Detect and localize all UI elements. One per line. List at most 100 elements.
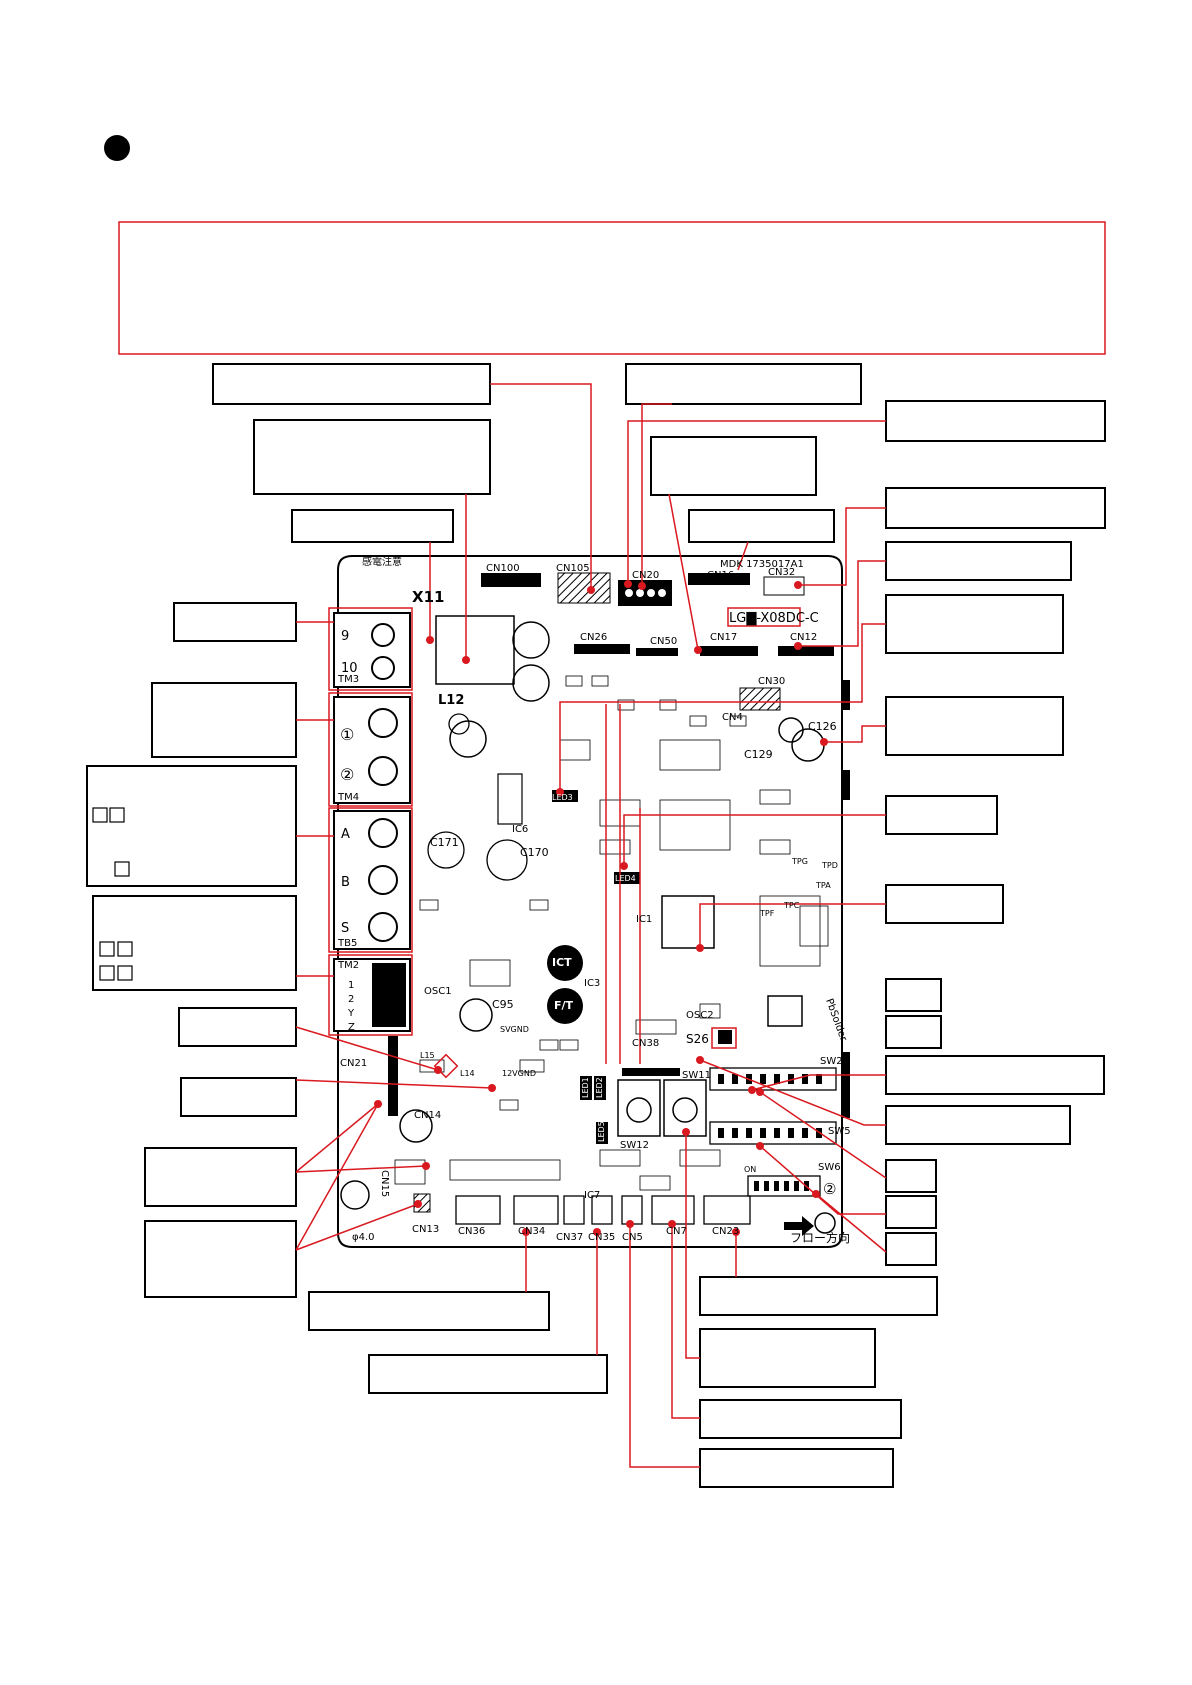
label-led4: LED4 xyxy=(615,874,636,883)
label-osc2: OSC2 xyxy=(686,1010,714,1021)
ic3-chip xyxy=(767,995,803,1027)
label-x11: X11 xyxy=(412,588,444,606)
rotary-switches xyxy=(617,1079,707,1137)
board-labels: 感電注意 MDK 1735017A1 LG▇-X08DC-C フロー方向 φ4.… xyxy=(337,555,851,1245)
label-sw5: SW5 xyxy=(828,1126,851,1137)
s26-mark xyxy=(718,1030,732,1044)
label-cn35: CN35 xyxy=(588,1232,615,1243)
tb5-pin-a: A xyxy=(341,827,350,842)
tm2-pin-2: 2 xyxy=(348,994,354,1005)
tm2-pin-y: Y xyxy=(347,1008,355,1019)
label-c171: C171 xyxy=(430,836,459,849)
label-cn37: CN37 xyxy=(556,1232,583,1243)
label-led2: LED2 xyxy=(595,1077,604,1098)
label-cn4: CN4 xyxy=(722,712,743,723)
label-cn34: CN34 xyxy=(518,1226,545,1237)
label-c126: C126 xyxy=(808,720,837,733)
label-sw6: SW6 xyxy=(818,1162,841,1173)
tm3-pin-1: 9 xyxy=(341,629,349,644)
ict-disc xyxy=(547,945,583,981)
capacitors xyxy=(427,713,528,881)
label-s26: S26 xyxy=(686,1032,709,1046)
label-cn5: CN5 xyxy=(622,1232,643,1243)
inductors xyxy=(340,615,836,1234)
label-tpa: TPA xyxy=(815,881,831,890)
label-ic6: IC6 xyxy=(512,824,528,835)
label-ic3: IC3 xyxy=(584,978,600,989)
label-cn38: CN38 xyxy=(632,1038,659,1049)
label-sw2: SW2 xyxy=(820,1056,843,1067)
label-version: LG▇-X08DC-C xyxy=(729,611,819,626)
label-tm3: TM3 xyxy=(337,674,359,685)
label-l12: L12 xyxy=(438,693,464,708)
led1-mark xyxy=(580,1076,592,1100)
label-cn30: CN30 xyxy=(758,676,785,687)
label-ic1: IC1 xyxy=(636,914,652,925)
terminal-blocks xyxy=(333,612,411,1032)
label-tm4: TM4 xyxy=(337,792,359,803)
label-flow: フロー方向 xyxy=(790,1230,850,1245)
led2-mark xyxy=(594,1076,606,1100)
heading-box xyxy=(118,221,1106,355)
label-cn105: CN105 xyxy=(556,563,590,574)
led5-mark xyxy=(596,1122,608,1144)
tm3-pin-2: 10 xyxy=(341,661,358,676)
label-cn23: CN23 xyxy=(712,1226,739,1237)
label-cn21: CN21 xyxy=(340,1058,367,1069)
label-ic7: IC7 xyxy=(584,1190,600,1201)
label-c95: C95 xyxy=(492,998,514,1011)
label-tpc: TPC xyxy=(783,901,800,910)
diamond-marker xyxy=(433,1053,459,1079)
label-cn7: CN7 xyxy=(666,1226,687,1237)
label-cn26: CN26 xyxy=(580,632,607,643)
label-cn16: CN16 xyxy=(707,570,734,581)
ic6-chip xyxy=(497,773,523,825)
small-components xyxy=(394,675,829,1191)
label-svgnd: SVGND xyxy=(500,1025,529,1034)
label-model: MDK 1735017A1 xyxy=(720,559,804,570)
label-cn13: CN13 xyxy=(412,1224,439,1235)
label-sw12: SW12 xyxy=(620,1140,649,1151)
label-c170: C170 xyxy=(520,846,549,859)
label-sw11: SW11 xyxy=(682,1070,711,1081)
tm2-pin-1: 1 xyxy=(348,980,354,991)
label-caution: 感電注意 xyxy=(362,555,402,568)
tm4-pin-1: ① xyxy=(340,725,354,744)
label-12vgnd: 12VGND xyxy=(502,1069,536,1078)
version-highlight xyxy=(727,607,801,627)
label-ict: ICT xyxy=(552,956,572,969)
label-led1: LED1 xyxy=(581,1077,590,1098)
label-cn15: CN15 xyxy=(379,1170,390,1197)
label-cn32: CN32 xyxy=(768,567,795,578)
bullet-icon xyxy=(104,135,130,161)
label-cn100: CN100 xyxy=(486,563,520,574)
dip-switch-levers xyxy=(718,1074,822,1191)
label-tb5: TB5 xyxy=(337,938,357,949)
callout-boxes xyxy=(86,363,1106,1488)
label-on: ON xyxy=(744,1165,756,1174)
label-tpf: TPF xyxy=(759,909,775,918)
label-cn50: CN50 xyxy=(650,636,677,647)
label-cn36: CN36 xyxy=(458,1226,485,1237)
tm4-pin-2: ② xyxy=(340,765,354,784)
label-ft: F/T xyxy=(554,999,574,1012)
tb5-pin-b: B xyxy=(341,875,350,890)
label-tpg: TPG xyxy=(791,857,808,866)
label-l14: L14 xyxy=(460,1069,475,1078)
tm2-pin-z: Z xyxy=(348,1022,355,1033)
label-circle2: ② xyxy=(823,1180,836,1198)
label-led3: LED3 xyxy=(552,793,573,802)
label-led5: LED5 xyxy=(597,1121,606,1142)
terminal-highlights xyxy=(328,607,413,1036)
label-osc1: OSC1 xyxy=(424,986,452,997)
label-cn14: CN14 xyxy=(414,1110,441,1121)
label-cn12: CN12 xyxy=(790,632,817,643)
terminal-pin-labels: 9 10 ① ② A B S 1 2 Y Z xyxy=(340,629,358,1033)
tb5-pin-s: S xyxy=(341,921,349,936)
ft-disc xyxy=(547,988,583,1024)
label-c129: C129 xyxy=(744,748,773,761)
red-leaders xyxy=(295,383,887,1468)
top-connectors xyxy=(481,572,834,711)
s26-highlight xyxy=(711,1027,737,1049)
